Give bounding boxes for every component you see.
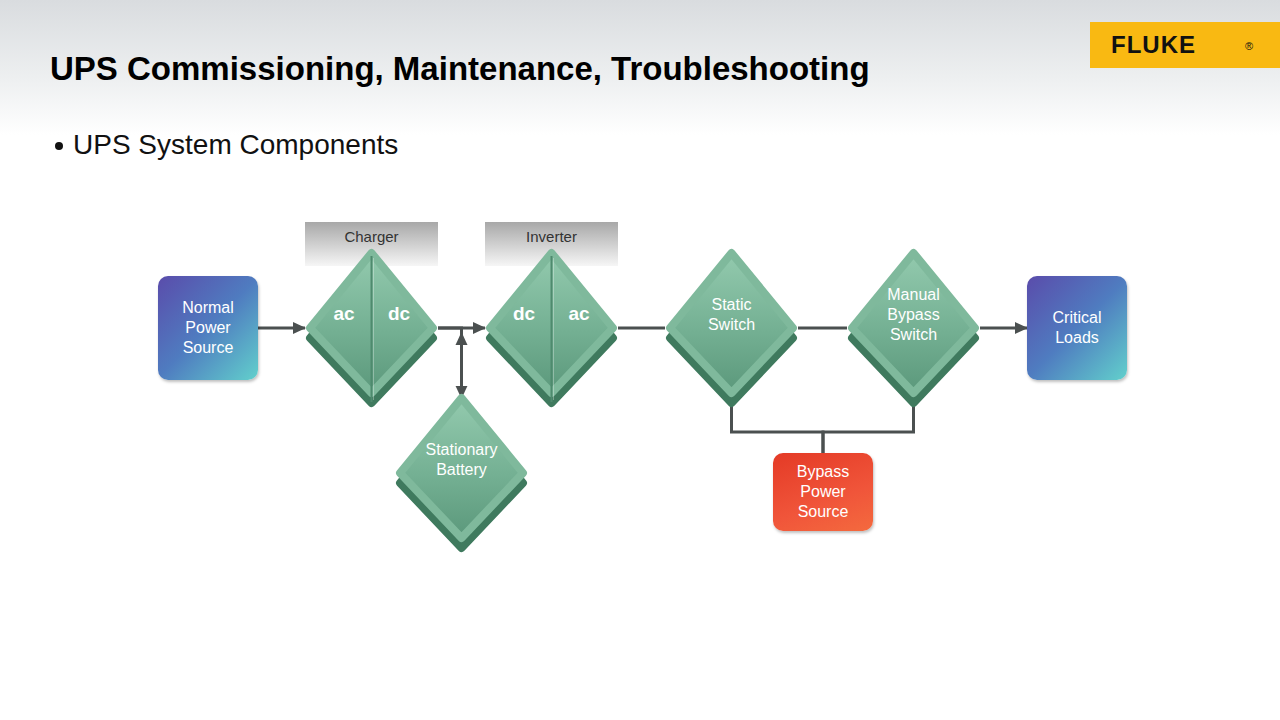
split-line: [551, 256, 553, 402]
power-arrow: [438, 328, 462, 398]
diamond-shape: [400, 398, 523, 548]
power-line: [618, 327, 665, 330]
power-line: [732, 400, 824, 453]
bullet-heading: UPS System Components: [73, 129, 398, 161]
block-heading: Inverter: [485, 228, 618, 246]
label-holder: Static Switch: [665, 248, 798, 382]
inverter-diamond: Inverter dcac: [485, 222, 618, 408]
diamond-shape: [852, 253, 975, 403]
power-arrow: [980, 327, 1027, 330]
signal-type: dc: [499, 303, 549, 325]
connector-group: [732, 400, 824, 453]
node-outline: [485, 222, 618, 408]
charger-diamond: Charger acdc: [305, 222, 438, 408]
signal-type: ac: [554, 303, 604, 325]
connector-group: [258, 328, 305, 329]
connector-group: [438, 328, 468, 398]
slide-title: UPS Commissioning, Maintenance, Troubles…: [50, 50, 870, 88]
bypass-source-box: Bypass Power Source: [773, 453, 873, 531]
battery-diamond: Stationary Battery: [395, 393, 528, 553]
node-label: Bypass Power Source: [780, 462, 866, 522]
node-label: Manual Bypass Switch: [878, 285, 950, 345]
split-highlight: [553, 258, 554, 400]
power-line: [823, 400, 914, 453]
signal-type: dc: [374, 303, 424, 325]
arrow-head: [456, 332, 468, 345]
switch-diamond: Manual Bypass Switch: [847, 248, 980, 408]
block-heading: Charger: [305, 228, 438, 246]
signal-type: ac: [319, 303, 369, 325]
connector-group: [823, 400, 914, 453]
registered-mark: ®: [1245, 40, 1253, 52]
power-arrow: [258, 327, 305, 330]
diamond-shape: [310, 253, 433, 403]
connector-group: [618, 328, 665, 329]
node-label: Static Switch: [696, 295, 768, 335]
diamond-face: [400, 398, 523, 538]
switch-diamond: Static Switch: [665, 248, 798, 408]
load-box: Critical Loads: [1027, 276, 1127, 380]
diamond-face: [852, 253, 975, 393]
node-label: Normal Power Source: [165, 298, 251, 358]
connector-group: [980, 328, 1027, 329]
header-band: [0, 0, 1280, 135]
logo-text: FLUKE: [1111, 31, 1196, 59]
logo-plate: [1090, 22, 1280, 68]
diamond-shape: [490, 253, 613, 403]
bullet-dot: [55, 142, 63, 150]
split-highlight: [373, 258, 374, 400]
power-line: [798, 327, 847, 330]
label-holder: Manual Bypass Switch: [847, 248, 980, 382]
connector-group: [798, 328, 847, 329]
node-label: Critical Loads: [1034, 308, 1120, 348]
diamond-shape: [670, 253, 793, 403]
split-line: [371, 256, 373, 402]
power-source-box: Normal Power Source: [158, 276, 258, 380]
diamond-face: [670, 253, 793, 393]
node-label: Stationary Battery: [414, 440, 510, 480]
label-holder: Stationary Battery: [395, 393, 528, 527]
node-outline: [305, 222, 438, 408]
